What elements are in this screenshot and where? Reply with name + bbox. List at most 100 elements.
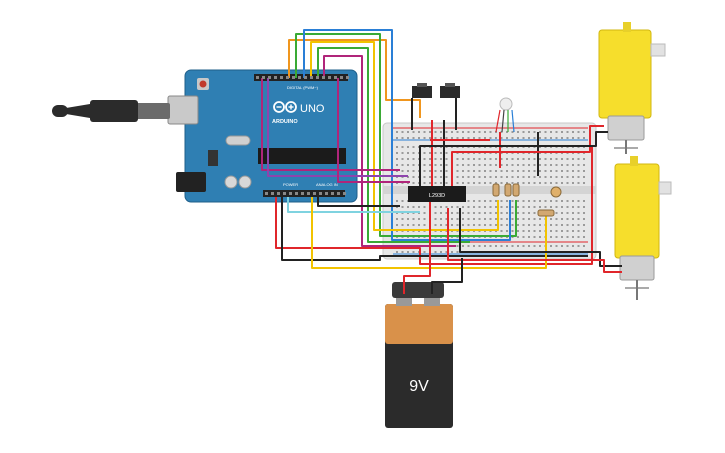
header-pin [328,76,331,79]
breadboard-hole [478,137,481,139]
breadboard-hole [533,182,536,184]
breadboard-hole [495,212,497,214]
atmega-chip [258,148,346,164]
breadboard-hole [473,164,475,166]
breadboard-hole [539,218,541,220]
breadboard-hole [445,170,448,172]
breadboard-hole [566,182,569,184]
breadboard-hole [583,245,585,247]
breadboard-hole [434,158,437,160]
breadboard-hole [429,131,431,133]
breadboard-hole [434,206,437,208]
breadboard-hole [528,212,530,214]
arduino-model-label: UNO [300,103,325,115]
breadboard-hole [473,158,475,160]
breadboard-hole [434,170,437,172]
breadboard-hole [517,224,519,226]
breadboard-hole [500,137,503,139]
wire-green [295,33,517,237]
breadboard-hole [462,137,464,139]
breadboard-hole [423,224,426,226]
breadboard-hole [412,146,415,148]
breadboard-hole [561,212,563,214]
breadboard-hole [533,206,536,208]
breadboard-hole [528,182,530,184]
breadboard-hole [555,176,558,178]
breadboard-hole [522,245,525,247]
breadboard-hole [572,158,574,160]
header-pin [340,76,343,79]
breadboard-hole [484,176,486,178]
breadboard-hole [489,218,492,220]
breadboard-hole [445,182,448,184]
breadboard-hole [412,182,415,184]
breadboard-hole [561,200,563,202]
breadboard-hole [517,245,519,247]
breadboard-hole [572,131,574,133]
breadboard-hole [456,137,459,139]
breadboard-hole [517,158,519,160]
photoresistor-icon [550,186,562,198]
breadboard-hole [555,182,558,184]
breadboard-hole [539,137,541,139]
breadboard-hole [445,158,448,160]
breadboard-hole [522,200,525,202]
breadboard-hole [500,230,503,232]
breadboard-hole [566,158,569,160]
breadboard-hole [478,182,481,184]
header-pin [268,76,271,79]
breadboard-hole [561,245,563,247]
pushbutton-icon[interactable] [440,83,460,98]
breadboard-hole [407,224,409,226]
breadboard-hole [456,158,459,160]
breadboard-hole [473,176,475,178]
breadboard-hole [456,251,459,253]
breadboard-hole [577,182,580,184]
breadboard-hole [555,164,558,166]
breadboard-hole [412,251,415,253]
header-pin [316,76,319,79]
breadboard-hole [506,245,508,247]
breadboard-hole [583,164,585,166]
breadboard-hole [550,137,552,139]
breadboard-hole [401,137,404,139]
breadboard-hole [440,131,442,133]
breadboard-hole [440,137,442,139]
breadboard-hole [500,245,503,247]
breadboard-hole [539,176,541,178]
breadboard-hole [533,137,536,139]
breadboard-hole [423,182,426,184]
breadboard-hole [445,131,448,133]
breadboard-hole [522,218,525,220]
breadboard-hole [500,224,503,226]
breadboard-hole [434,251,437,253]
pushbutton-icon[interactable] [412,83,432,98]
breadboard-hole [489,131,492,133]
breadboard-hole [440,224,442,226]
breadboard-hole [511,224,514,226]
breadboard-hole [495,218,497,220]
reset-button[interactable] [199,80,207,88]
breadboard-hole [440,212,442,214]
header-pin [271,192,274,195]
breadboard-hole [517,176,519,178]
breadboard-hole [451,206,453,208]
breadboard-hole [456,206,459,208]
header-pin [280,76,283,79]
wire-black-motor-top [419,131,608,186]
breadboard-hole [572,182,574,184]
dc-motor-top [598,22,666,154]
usb-port [167,95,199,125]
l293d-motor-driver: L293D [408,186,466,202]
breadboard-hole [440,182,442,184]
header-pin [277,192,280,195]
breadboard-hole [440,218,442,220]
breadboard-hole [412,158,415,160]
power-header-label: POWER [283,182,298,187]
breadboard-hole [445,176,448,178]
breadboard-hole [517,137,519,139]
breadboard-hole [533,170,536,172]
breadboard-hole [511,245,514,247]
breadboard-hole [418,137,420,139]
header-pin [343,192,346,195]
